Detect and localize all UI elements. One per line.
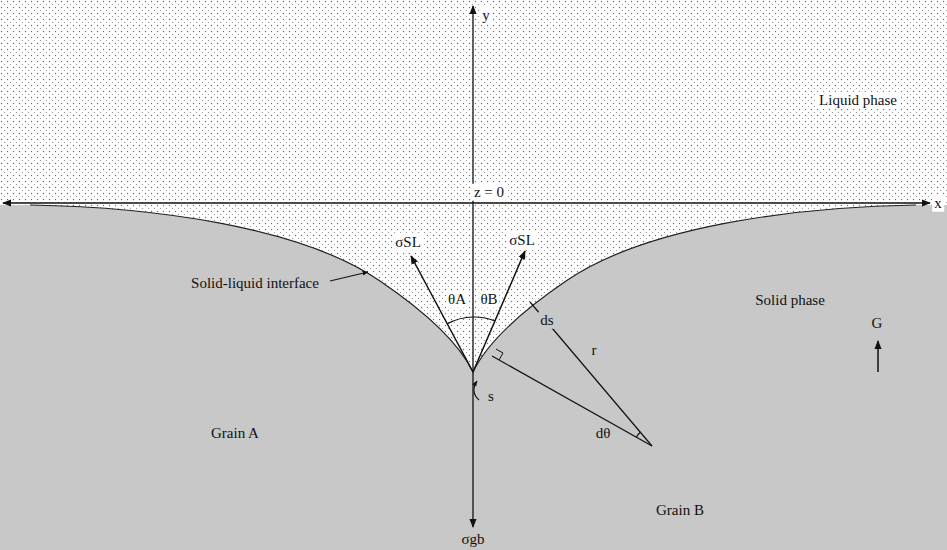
angle-label: dθ bbox=[594, 425, 613, 442]
grain-label: Grain B bbox=[654, 502, 706, 519]
interface-leader bbox=[330, 272, 368, 281]
angle-label: θA bbox=[446, 291, 468, 308]
x-axis bbox=[3, 202, 930, 203]
grain-label: Grain A bbox=[209, 425, 261, 442]
d-theta-arc bbox=[636, 432, 640, 437]
y-axis bbox=[472, 6, 473, 527]
sigma-sl-vector bbox=[411, 256, 473, 372]
radius-label: r bbox=[590, 342, 599, 359]
right-angle-mark bbox=[496, 349, 503, 360]
interface-label: Solid-liquid interface bbox=[189, 275, 321, 292]
axis-label: x bbox=[932, 195, 944, 212]
phase-label: Solid phase bbox=[753, 292, 827, 309]
radius-line bbox=[530, 302, 652, 446]
normal-line bbox=[492, 356, 652, 446]
axis-label: y bbox=[480, 7, 492, 24]
arc-length-arrow bbox=[474, 381, 479, 400]
arc-length-label: s bbox=[486, 388, 496, 405]
tension-label: σgb bbox=[459, 531, 486, 548]
gradient-label: G bbox=[870, 315, 885, 332]
axis-label: z = 0 bbox=[472, 184, 506, 201]
phase-label: Liquid phase bbox=[817, 92, 899, 109]
sigma-sl-vector bbox=[473, 251, 525, 372]
arc-element-label: ds bbox=[538, 312, 555, 329]
tension-label: σSL bbox=[507, 232, 537, 249]
theta-b-arc bbox=[473, 317, 495, 321]
theta-a-arc bbox=[447, 317, 473, 324]
gradient-arrow bbox=[877, 341, 879, 372]
angle-label: θB bbox=[478, 291, 499, 308]
tension-label: σSL bbox=[393, 234, 423, 251]
